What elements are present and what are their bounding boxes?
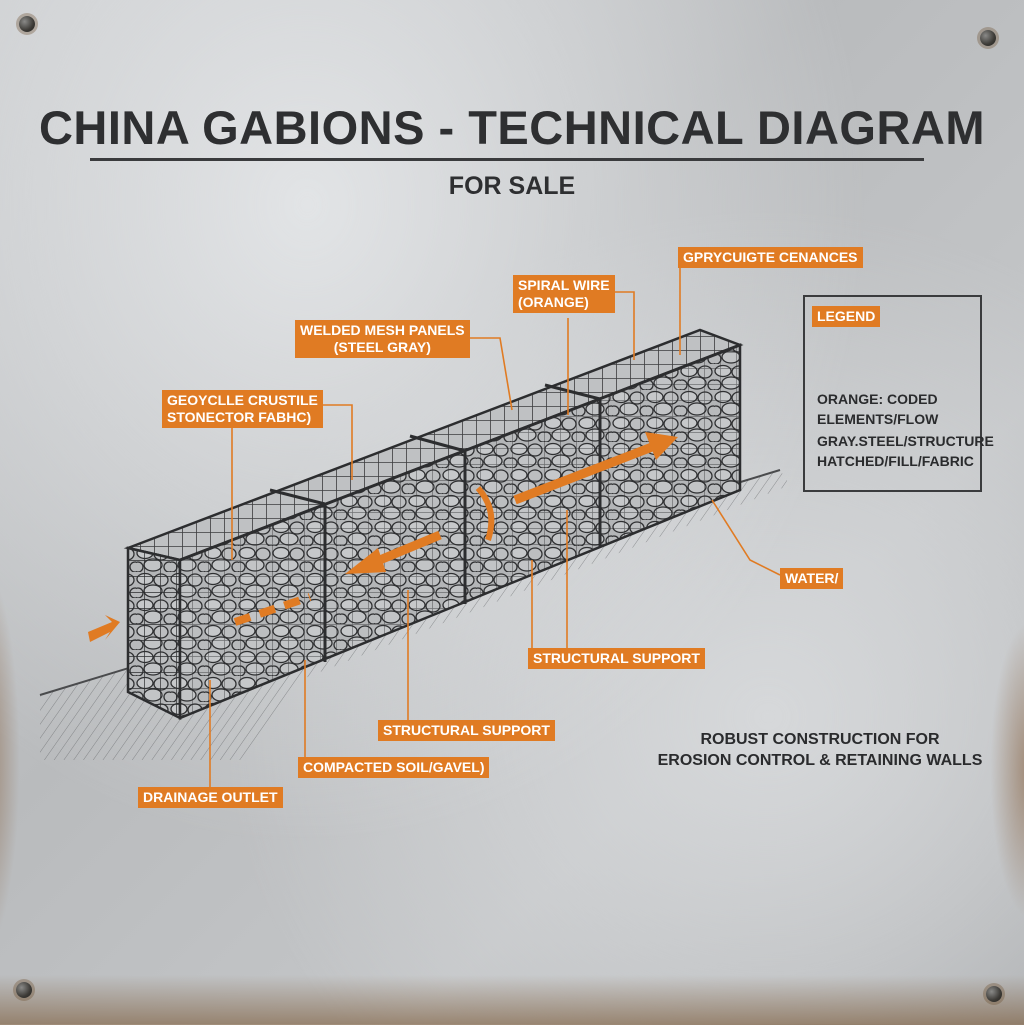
callout-water: WATER/ [780,568,844,589]
title-underline [90,158,924,161]
rivet-icon-bottom-left [16,982,32,998]
callout-geotextile: GEOYCLLE CRUSTILE STONECTOR FABHC) [162,390,323,428]
legend-line-4: HATCHED/FILL/FABRIC [817,453,974,469]
callout-geotextile-line2: STONECTOR FABHC) [167,409,312,425]
callout-spiral-wire-line2: (ORANGE) [518,294,589,310]
callout-drainage-outlet: DRAINAGE OUTLET [138,787,283,808]
callout-spiral-wire: SPIRAL WIRE (ORANGE) [513,275,615,313]
callout-welded-mesh: WELDED MESH PANELS (STEEL GRAY) [295,320,470,358]
legend-line-1: ORANGE: CODED [817,391,938,407]
page-subtitle: FOR SALE [448,172,576,200]
callout-spiral-wire-line1: SPIRAL WIRE [518,277,610,293]
callout-welded-mesh-line1: WELDED MESH PANELS [300,322,465,338]
callout-compacted-soil: COMPACTED SOIL/GAVEL) [298,757,490,778]
callout-top-right: GPRYCUIGTE CENANCES [678,247,863,268]
callout-welded-mesh-line2: (STEEL GRAY) [333,339,431,355]
rivet-icon-top-left [19,16,35,32]
rivet-icon-bottom-right [986,986,1002,1002]
rivet-icon-top-right [980,30,996,46]
page-title: CHINA GABIONS - TECHNICAL DIAGRAM [38,101,986,154]
legend-box [803,295,982,492]
callout-geotextile-line1: GEOYCLLE CRUSTILE [167,392,318,408]
tagline-line2: EROSION CONTROL & RETAINING WALLS [657,752,983,769]
legend-line-2: ELEMENTS/FLOW [817,411,939,427]
tagline-line1: ROBUST CONSTRUCTION FOR [700,731,940,748]
legend-title: LEGEND [812,306,881,327]
callout-structural-support-mid: STRUCTURAL SUPPORT [378,720,555,741]
legend-line-3: GRAY.STEEL/STRUCTURE [817,433,994,449]
callout-structural-support-right: STRUCTURAL SUPPORT [528,648,705,669]
